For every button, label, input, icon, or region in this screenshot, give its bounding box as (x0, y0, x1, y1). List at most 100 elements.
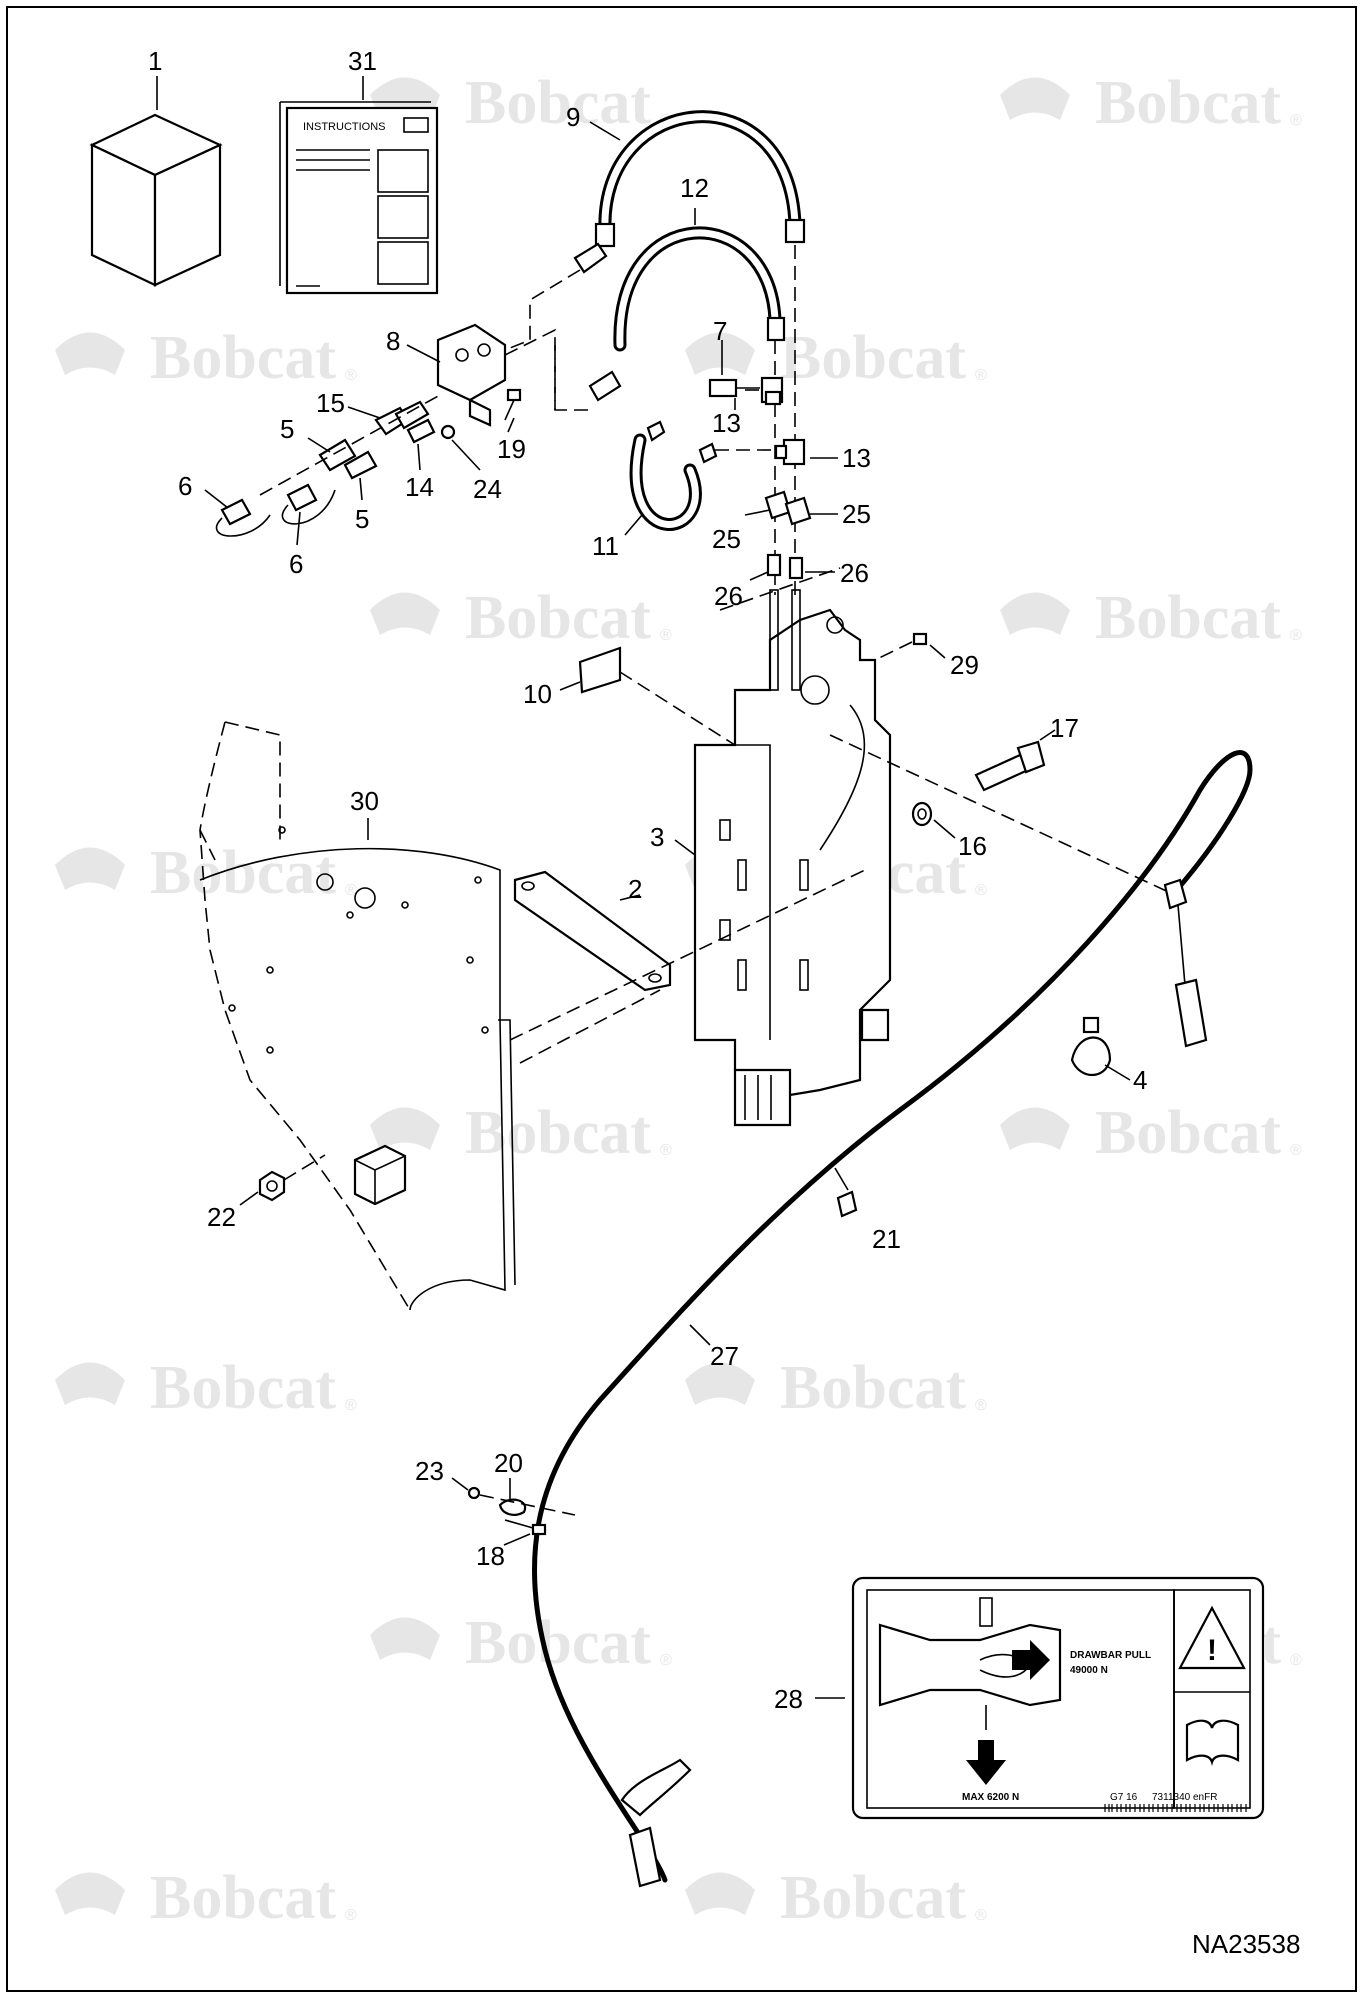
callout-4: 4 (1133, 1065, 1147, 1095)
watermark-15: Bobcat ® (55, 1864, 357, 1932)
watermark-text: Bobcat (1095, 584, 1281, 652)
part-24-washer (440, 424, 456, 440)
max-load-label: MAX 6200 N (962, 1792, 1019, 1803)
callout-27: 27 (710, 1341, 739, 1371)
bobcat-logo-icon (1000, 1107, 1070, 1150)
part-19-bolt (504, 388, 522, 421)
watermark-registered: ® (975, 882, 987, 899)
watermark-text: Bobcat (150, 1864, 336, 1932)
callout-25b: 25 (842, 499, 871, 529)
part-3-hitch-mount (693, 589, 892, 1127)
watermark-2: Bobcat ® (1000, 69, 1302, 137)
callout-numbers: 1 31 9 12 8 7 15 5 6 5 6 14 24 19 13 13 … (148, 46, 1147, 1714)
bobcat-logo-icon (685, 332, 755, 375)
watermark-registered: ® (660, 1142, 672, 1159)
callout-25a: 25 (712, 524, 741, 554)
part-5-couplers (318, 438, 378, 480)
callout-3: 3 (650, 822, 664, 852)
callout-12: 12 (680, 173, 709, 203)
part-9-hose (573, 110, 806, 274)
callout-10: 10 (523, 679, 552, 709)
part-28-drawbar-decal: ! DRAWBAR PULL 49000 N MAX 6200 N G7 16 … (815, 1576, 1265, 1820)
assembly-line-drawbar (509, 869, 866, 1041)
watermark-3: Bobcat ® (55, 324, 357, 392)
watermark-9: Bobcat ® (370, 1099, 672, 1167)
watermark-registered: ® (975, 367, 987, 384)
part-14-adapter (406, 418, 436, 444)
bobcat-logo-icon (685, 1872, 755, 1915)
callout-20: 20 (494, 1448, 523, 1478)
callout-22: 22 (207, 1202, 236, 1232)
watermark-registered: ® (660, 627, 672, 644)
drawbar-pull-value: 49000 N (1070, 1665, 1108, 1676)
part-11-hose (629, 420, 718, 531)
callout-23: 23 (415, 1456, 444, 1486)
part-31-instructions-sheet: INSTRUCTIONS (279, 76, 439, 295)
part-13-tee-lower (774, 438, 806, 466)
watermark-registered: ® (345, 1907, 357, 1924)
callout-5a: 5 (280, 414, 294, 444)
watermark-text: Bobcat (465, 1099, 651, 1167)
callout-13a: 13 (712, 408, 741, 438)
callout-9: 9 (566, 102, 580, 132)
part-16-washer (911, 801, 933, 827)
watermark-registered: ® (345, 367, 357, 384)
callout-26b: 26 (840, 558, 869, 588)
watermark-text: Bobcat (465, 69, 651, 137)
part-21-clip (834, 1167, 858, 1218)
callout-1: 1 (148, 46, 162, 76)
assembly-line-couplers (259, 394, 441, 496)
part-17-bolt (974, 740, 1046, 792)
warning-triangle-icon (1178, 1605, 1246, 1670)
assembly-line-3 (719, 567, 841, 611)
callout-30: 30 (350, 786, 379, 816)
bobcat-logo-icon (370, 592, 440, 635)
callout-13b: 13 (842, 443, 871, 473)
watermark-registered: ® (345, 1397, 357, 1414)
part-2-drawbar (513, 870, 672, 992)
assembly-line-cable-clip (479, 1494, 576, 1516)
bobcat-logo-icon (1000, 77, 1070, 120)
watermark-1: Bobcat ® (370, 69, 672, 137)
watermark-6: Bobcat ® (1000, 584, 1302, 652)
watermark-registered: ® (1290, 112, 1302, 129)
arrow-down-icon (966, 1740, 1006, 1785)
callout-14: 14 (405, 472, 434, 502)
watermark-13: Bobcat ® (370, 1609, 672, 1677)
watermark-text: Bobcat (1095, 1099, 1281, 1167)
callout-8: 8 (386, 326, 400, 356)
watermark-10: Bobcat ® (1000, 1099, 1302, 1167)
part-13-tee-upper (760, 376, 784, 406)
part-25-caps (764, 490, 812, 526)
part-10-decal (578, 646, 736, 746)
watermark-registered: ® (660, 1652, 672, 1669)
callout-29: 29 (950, 650, 979, 680)
callout-24: 24 (473, 474, 502, 504)
watermark-registered: ® (1290, 1652, 1302, 1669)
bobcat-logo-icon (55, 1872, 125, 1915)
callout-7: 7 (713, 316, 727, 346)
callout-19: 19 (497, 434, 526, 464)
manual-book-icon (1185, 1719, 1240, 1766)
instructions-title: INSTRUCTIONS (303, 121, 386, 133)
watermark-11: Bobcat ® (55, 1354, 357, 1422)
watermark-registered: ® (345, 882, 357, 899)
part-12-hose (588, 226, 786, 402)
callout-5b: 5 (355, 504, 369, 534)
watermark-text: Bobcat (1095, 69, 1281, 137)
bobcat-logo-icon (55, 1362, 125, 1405)
callout-17: 17 (1050, 713, 1079, 743)
decal-revision: G7 16 (1110, 1792, 1138, 1803)
watermark-text: Bobcat (780, 324, 966, 392)
part-8-bracket (436, 323, 556, 427)
assembly-line-pin (829, 734, 1176, 896)
watermark-text: Bobcat (150, 1354, 336, 1422)
bobcat-logo-icon (1000, 592, 1070, 635)
watermark-text: Bobcat (150, 839, 336, 907)
watermark-registered: ® (1290, 627, 1302, 644)
callout-6a: 6 (178, 471, 192, 501)
book-icon (403, 117, 429, 133)
callout-16: 16 (958, 831, 987, 861)
watermark-text: Bobcat (465, 584, 651, 652)
